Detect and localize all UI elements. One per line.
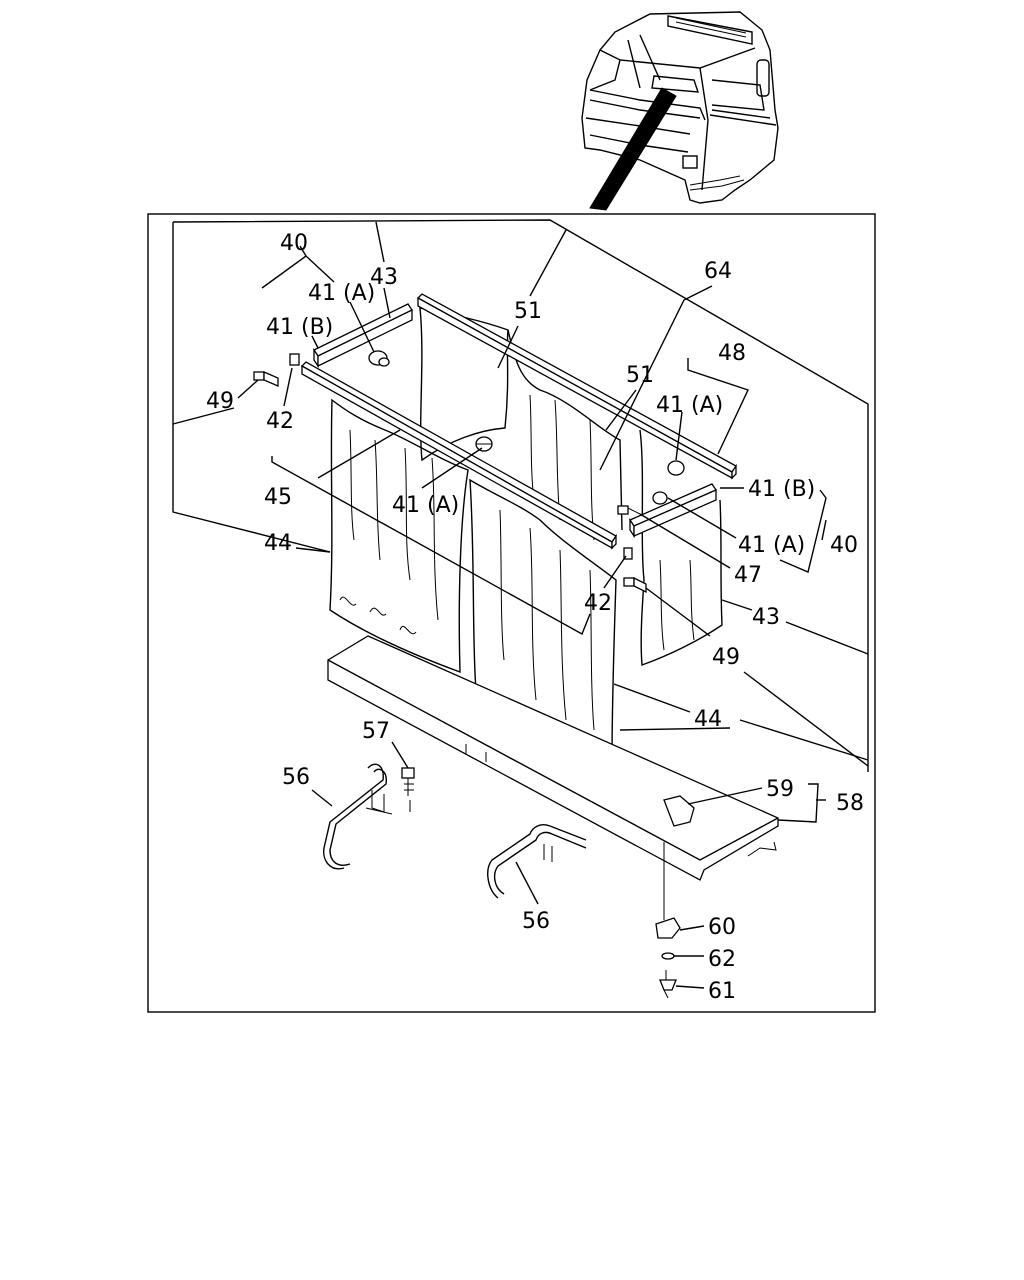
callout-41a-center: 41 (A) (392, 493, 459, 518)
callout-42-bottom: 42 (584, 591, 612, 616)
rail-rear (416, 293, 737, 480)
clip-41a-center (475, 436, 493, 452)
leader-lines (237, 221, 827, 989)
diagram-frame (147, 213, 876, 1013)
callout-59: 59 (766, 777, 794, 802)
nut-42-left (289, 353, 300, 366)
callout-56-bottom: 56 (522, 909, 550, 934)
callout-48: 48 (718, 341, 746, 366)
bolt-49-right (623, 576, 647, 594)
assembly-outline (172, 219, 869, 772)
callout-49-left: 49 (206, 389, 234, 414)
rail-front (300, 361, 617, 550)
callout-40-right: 40 (830, 533, 858, 558)
callout-61: 61 (708, 979, 736, 1004)
bolt-49-left (253, 371, 279, 387)
callout-57: 57 (362, 719, 390, 744)
fastener-stack (655, 842, 681, 999)
rail-short-right (629, 483, 717, 539)
callout-44-right: 44 (694, 707, 722, 732)
callout-41b-left: 41 (B) (266, 315, 333, 340)
callout-41a-top-left: 41 (A) (308, 281, 375, 306)
nut-42-bottom (623, 547, 633, 560)
clip-41a-top-left (368, 350, 390, 367)
callout-64: 64 (704, 259, 732, 284)
clip-41a-right-top (667, 460, 685, 476)
callout-labels: 40 41 (A) 43 41 (B) 49 42 45 44 51 64 51… (206, 231, 864, 1004)
callout-40-top: 40 (280, 231, 308, 256)
callout-51-left: 51 (514, 299, 542, 324)
callout-58: 58 (836, 791, 864, 816)
callout-60: 60 (708, 915, 736, 940)
vehicle-thumbnail (581, 11, 779, 211)
callout-41a-right-top: 41 (A) (656, 393, 723, 418)
callout-47: 47 (734, 563, 762, 588)
bracket-56-left (323, 763, 393, 870)
bracket-56-bottom (487, 824, 587, 899)
clip-41a-right-bottom (652, 491, 668, 505)
callout-41b-right: 41 (B) (748, 477, 815, 502)
callout-51-right: 51 (626, 363, 654, 388)
callout-56-left: 56 (282, 765, 310, 790)
callout-49-right: 49 (712, 645, 740, 670)
bolt-47 (617, 505, 641, 515)
callout-62: 62 (708, 947, 736, 972)
callout-41a-right-bottom: 41 (A) (738, 533, 805, 558)
curtain-left (329, 398, 469, 674)
callout-45: 45 (264, 485, 292, 510)
callout-44-left: 44 (264, 531, 292, 556)
callout-42-left: 42 (266, 409, 294, 434)
callout-43-right: 43 (752, 605, 780, 630)
base-board (327, 635, 779, 881)
callout-43-top: 43 (370, 265, 398, 290)
bolt-57 (401, 767, 415, 812)
